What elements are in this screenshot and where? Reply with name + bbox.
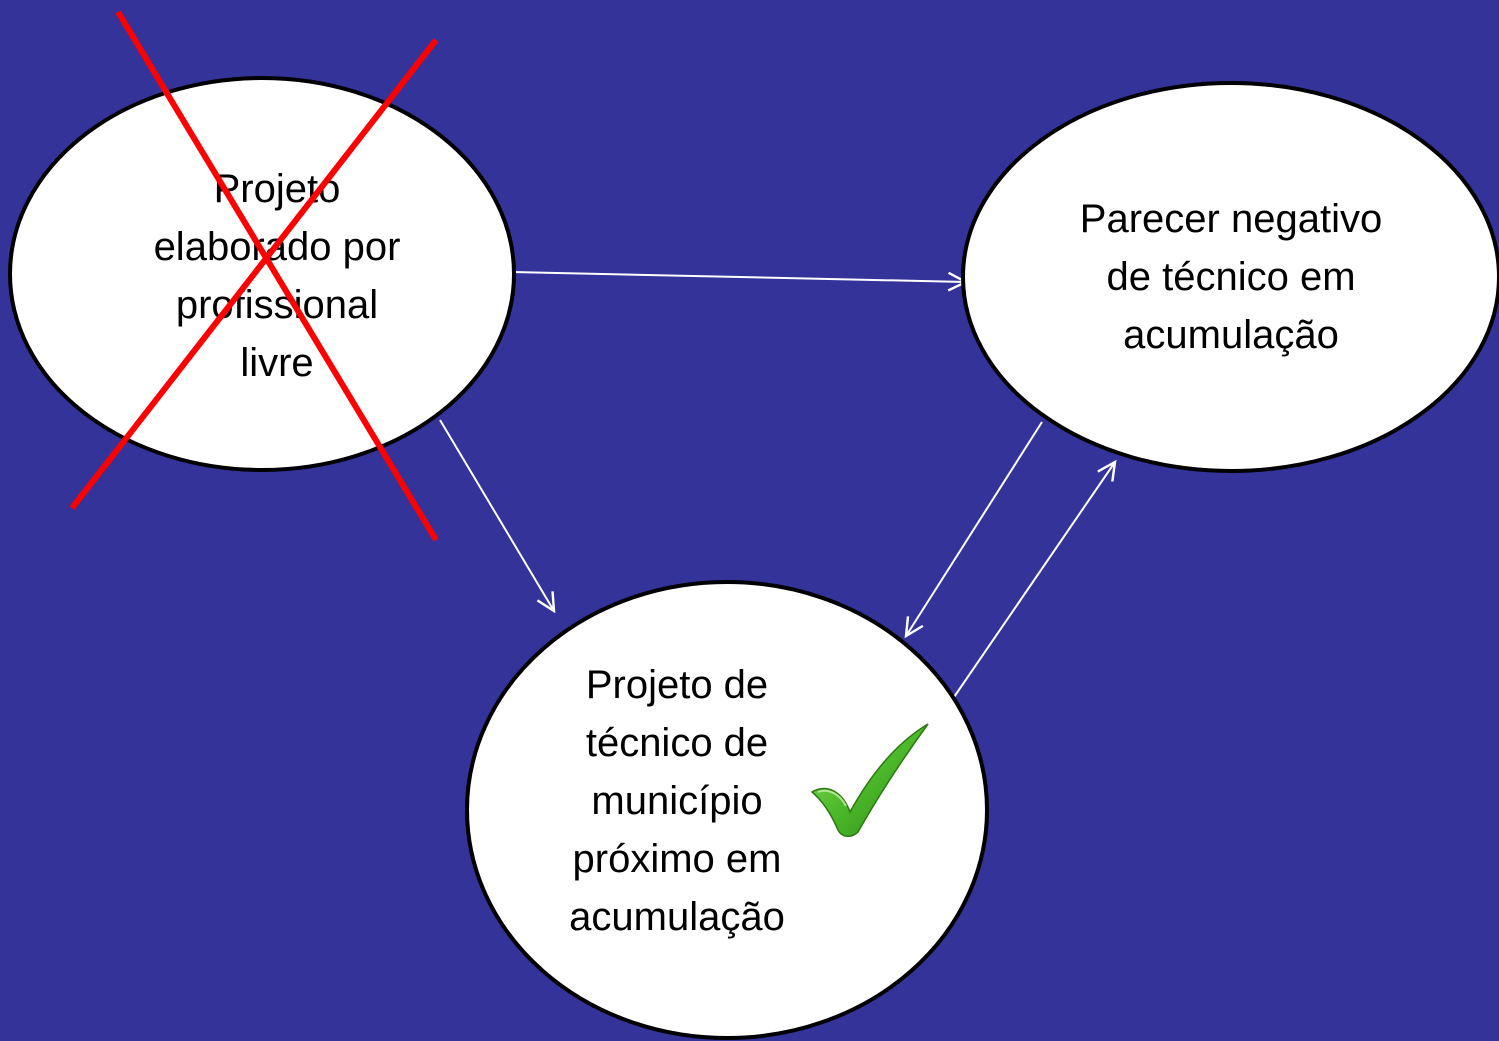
arrow-parecer-to-municipio	[906, 421, 1043, 636]
arrow-livre-to-parecer	[511, 271, 966, 282]
node-label-line: de técnico em	[1106, 255, 1356, 299]
node-label-profissional-livre: Projeto elaborado por profissional livre	[112, 160, 442, 392]
node-label-line: técnico de	[585, 721, 769, 765]
node-label-line: próximo em	[572, 837, 782, 881]
node-label-tecnico-municipio: Projeto de técnico de município próximo …	[537, 656, 817, 946]
node-label-line: profissional	[175, 283, 379, 327]
arrow-municipio-to-parecer	[951, 462, 1115, 701]
node-label-parecer-negativo: Parecer negativo de técnico em acumulaçã…	[1031, 190, 1431, 364]
node-label-line: acumulação	[569, 895, 785, 939]
node-label-line: município	[591, 779, 763, 823]
node-label-line: Projeto	[213, 167, 341, 211]
node-tecnico-municipio	[465, 580, 989, 1040]
node-label-line: livre	[240, 341, 314, 385]
node-label-line: elaborado por	[153, 225, 401, 269]
node-parecer-negativo	[961, 81, 1499, 473]
arrow-livre-to-municipio	[439, 419, 554, 611]
node-label-line: Parecer negativo	[1079, 197, 1383, 241]
node-label-line: acumulação	[1123, 313, 1339, 357]
node-label-line: Projeto de	[585, 663, 769, 707]
